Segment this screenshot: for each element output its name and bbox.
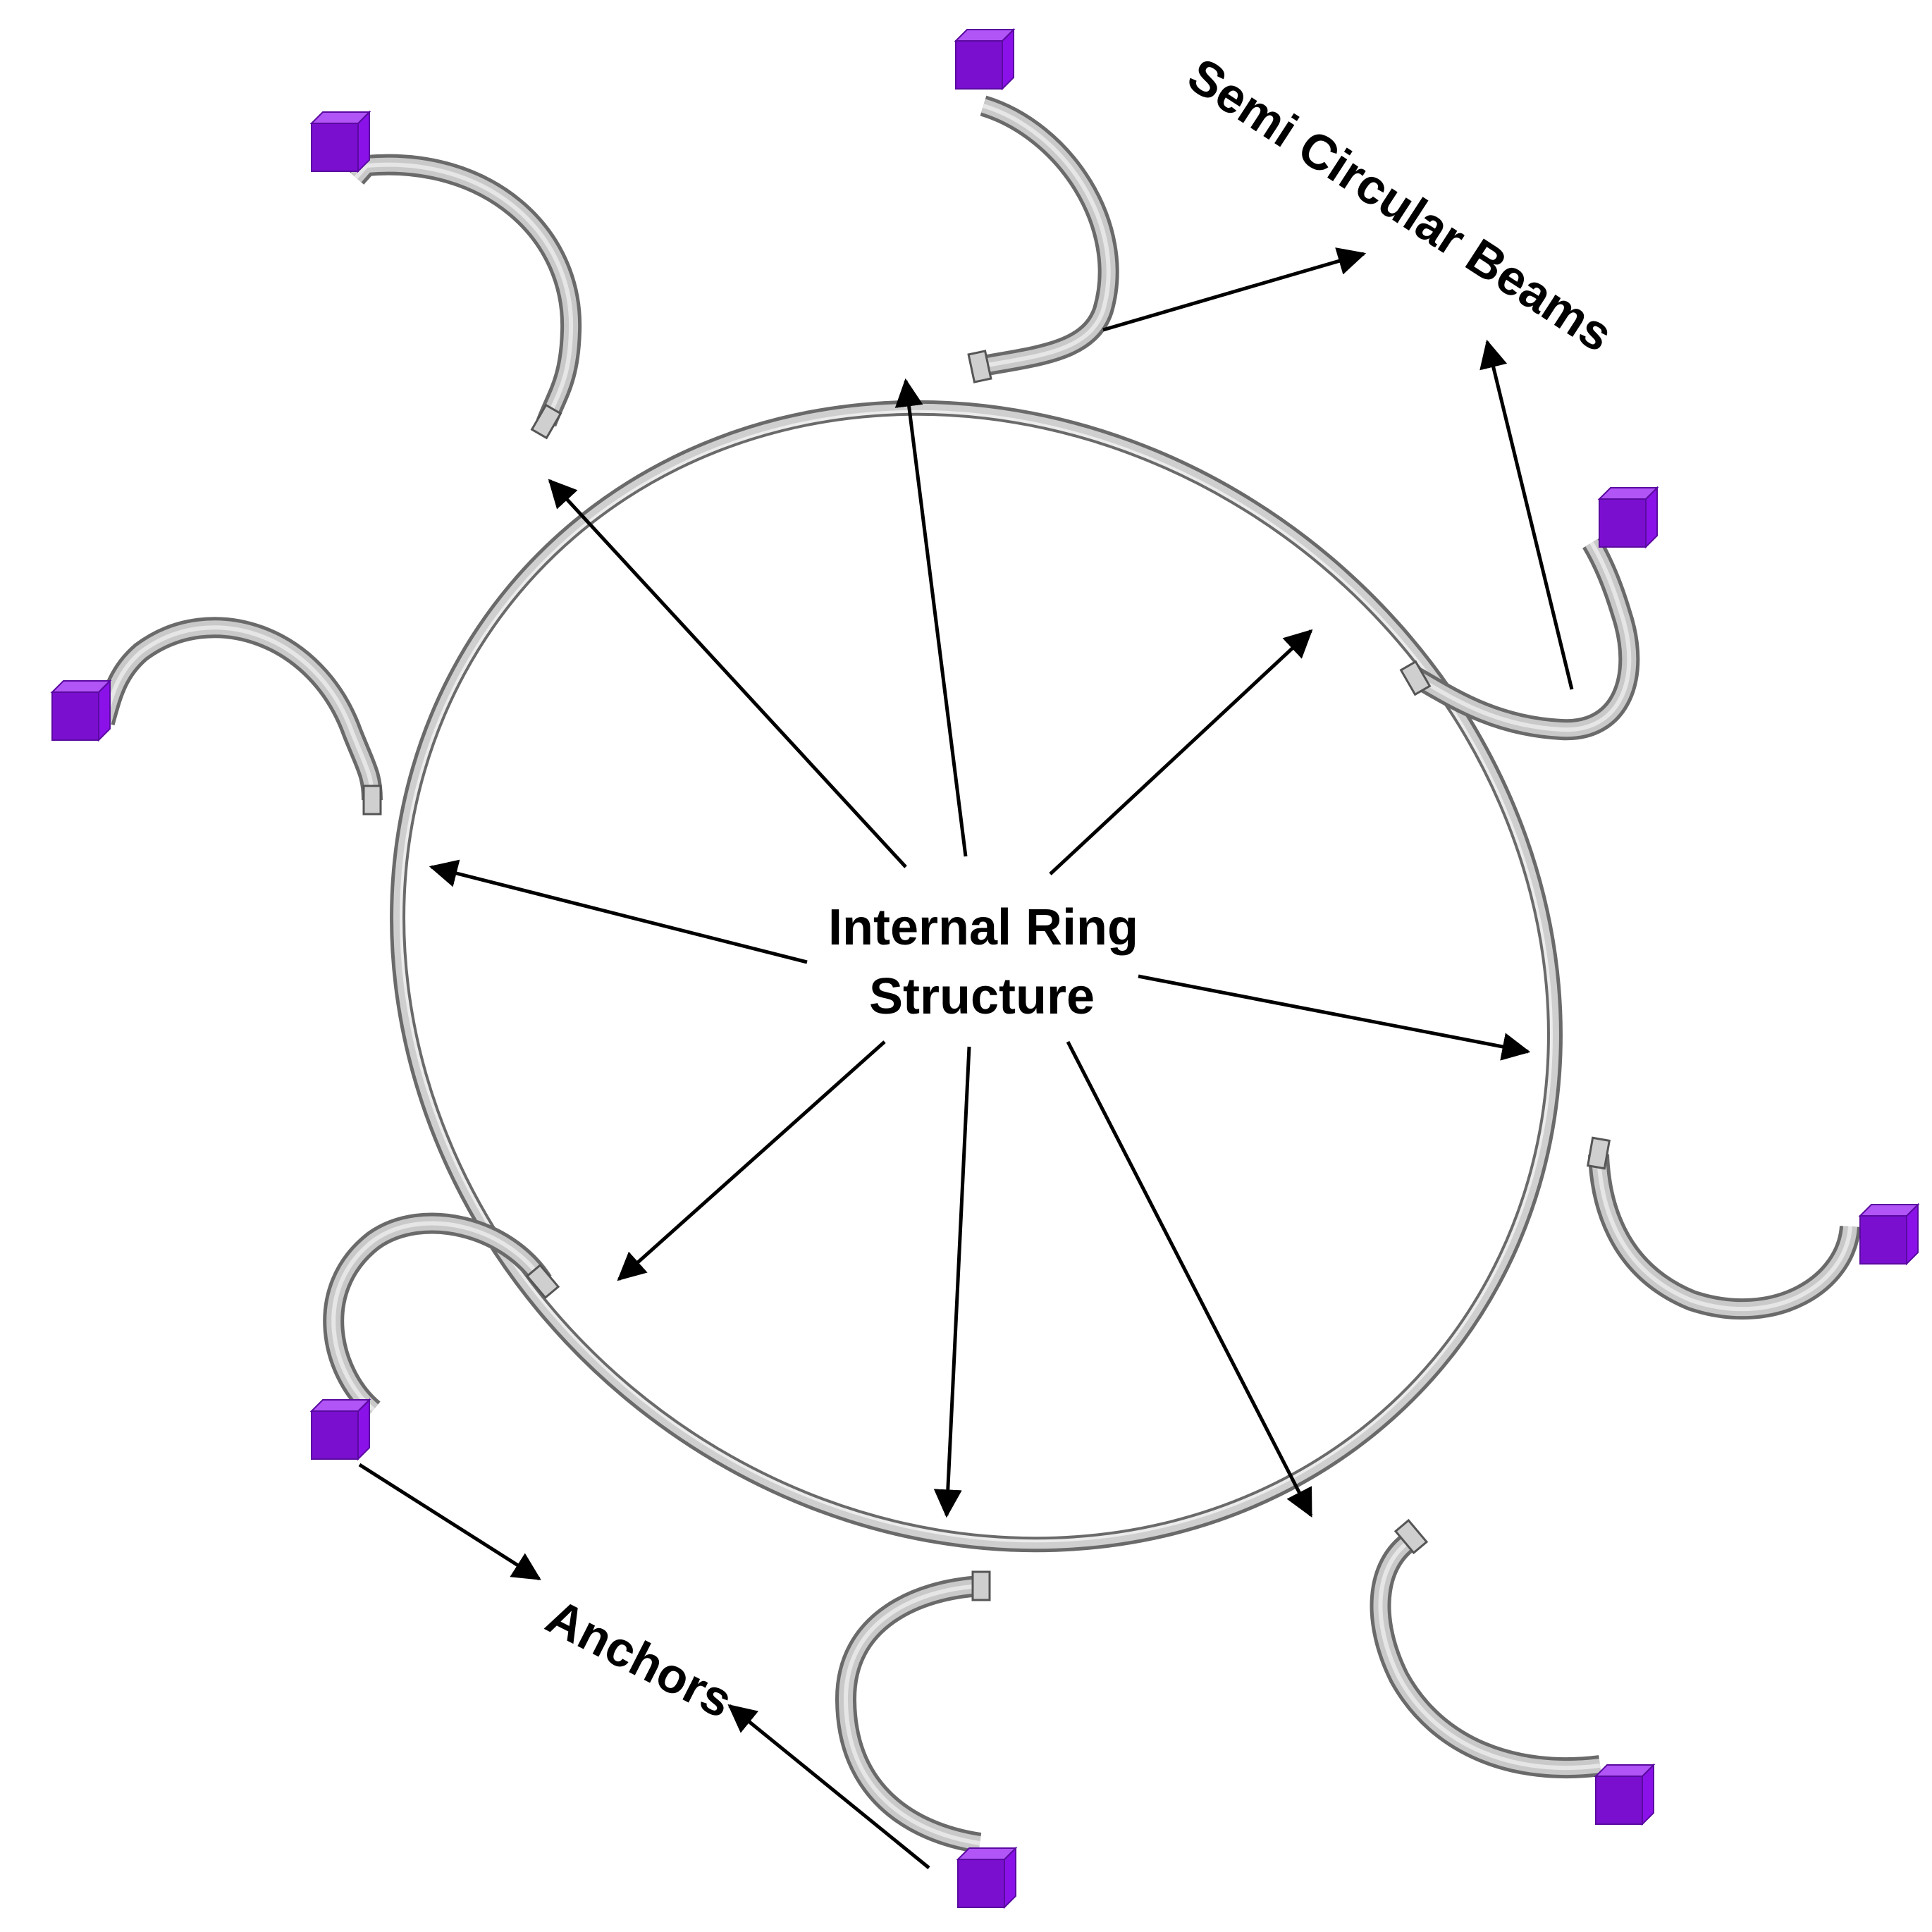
anchor-top-left: [309, 110, 371, 173]
arrow-ring-left: [429, 859, 808, 964]
arrow-anchor-bottom: [727, 1704, 930, 1869]
arrow-beam-right: [1479, 339, 1574, 690]
beam-joint-left: [362, 785, 382, 816]
beam-bottom-right: [1370, 1518, 1601, 1778]
arrow-ring-bottom-left: [617, 1040, 886, 1281]
arrow-ring-bottom-right: [1066, 1040, 1313, 1518]
beam-joint-bottom-left: [525, 1263, 560, 1300]
semi-circular-beams: [94, 95, 1861, 1854]
anchors-label: Anchors: [538, 1589, 741, 1728]
center-label-line1: Internal Ring: [828, 899, 1138, 956]
beam-bottom: [835, 1570, 991, 1854]
arrow-ring-top: [894, 378, 968, 857]
anchor-right-top: [1597, 486, 1659, 549]
ring-arrows: [429, 378, 1531, 1518]
beam-joint-top-left: [530, 403, 562, 440]
beam-joint-right: [1586, 1136, 1611, 1170]
anchor-bottom: [956, 1846, 1018, 1909]
beam-bottom-left: [323, 1212, 560, 1418]
arrow-anchor-left: [358, 1463, 541, 1581]
beam-joint-bottom: [971, 1570, 991, 1601]
internal-ring: [390, 400, 1563, 1553]
beam-joint-top: [967, 350, 992, 383]
anchor-top: [954, 27, 1016, 91]
arrow-ring-top-right: [1049, 629, 1313, 875]
anchor-bottom-left: [309, 1398, 371, 1461]
beam-joint-right-top: [1399, 660, 1432, 696]
callout-arrows: [358, 247, 1574, 1869]
anchor-left: [50, 679, 112, 742]
beam-right: [1586, 1136, 1861, 1320]
beam-right-top: [1399, 537, 1640, 741]
beam-top-left: [347, 154, 582, 440]
arrow-ring-top-left: [548, 479, 907, 868]
arrow-beam-top: [1102, 247, 1367, 332]
semi-circular-beams-label: Semi Circular Beams: [1179, 47, 1623, 362]
anchor-right: [1858, 1202, 1920, 1266]
arrow-ring-right: [1138, 974, 1531, 1061]
beam-joint-bottom-right: [1393, 1518, 1429, 1555]
anchors-group: [50, 27, 1920, 1909]
center-label-line2: Structure: [869, 968, 1095, 1025]
arrow-ring-bottom: [933, 1046, 971, 1518]
beam-top: [967, 95, 1119, 383]
anchor-bottom-right: [1594, 1763, 1656, 1826]
beam-left: [94, 617, 383, 816]
